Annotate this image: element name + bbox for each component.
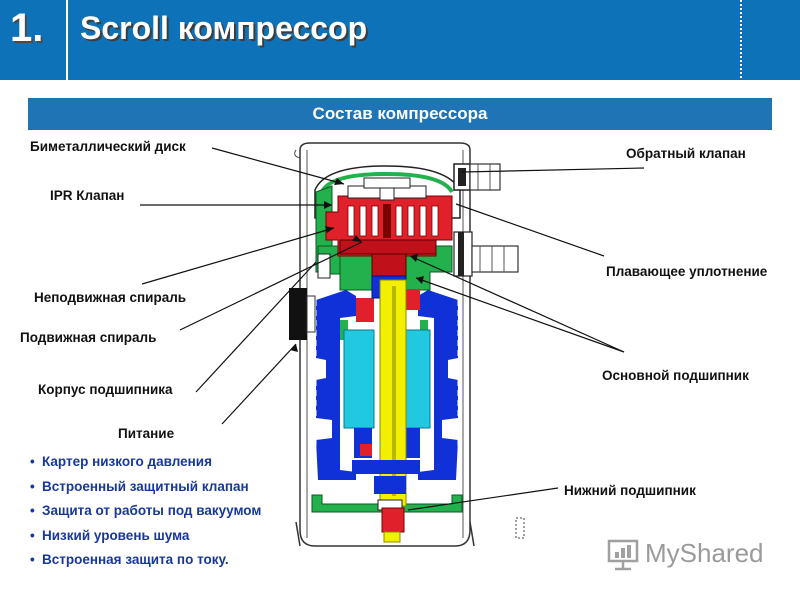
feature-text: Защита от работы под вакуумом xyxy=(42,503,262,518)
header-dotted-line xyxy=(740,0,742,78)
label-power: Питание xyxy=(118,426,175,441)
header-divider xyxy=(66,0,68,80)
label-bimetal-disc: Биметаллический диск xyxy=(30,139,186,154)
check-valve xyxy=(453,163,501,191)
logo-text: MyShared xyxy=(645,538,764,568)
label-fixed-scroll: Неподвижная спираль xyxy=(34,290,187,305)
label-main-bearing: Основной подшипник xyxy=(602,368,749,383)
power-terminal xyxy=(289,288,316,340)
bullet-dot: • xyxy=(30,552,35,567)
counterweights xyxy=(356,290,420,456)
stator xyxy=(315,290,459,480)
label-ipr-valve: IPR Клапан xyxy=(50,188,125,203)
label-lower-bearing: Нижний подшипник xyxy=(564,483,696,498)
slide-number: 1. xyxy=(10,6,44,50)
label-bearing-housing: Корпус подшипника xyxy=(38,382,173,397)
bullet-dot: • xyxy=(30,478,35,494)
header-banner: 1. Scroll компрессор xyxy=(0,0,800,80)
label-check-valve: Обратный клапан xyxy=(626,146,746,161)
watermark-logo: MyShared xyxy=(607,536,767,576)
leader-arrowheads xyxy=(290,178,424,352)
base-mount xyxy=(295,517,525,547)
slide-title: Scroll компрессор xyxy=(80,10,368,46)
feature-list: • Картер низкого давления • Встроенный защ… xyxy=(30,452,261,575)
feature-item: • Низкий уровень шума xyxy=(30,526,261,551)
leader-lines xyxy=(140,147,645,511)
feature-text: Низкий уровень шума xyxy=(42,527,190,543)
projector-screen-icon xyxy=(607,539,639,571)
feature-item: • Встроенный защитный клапан xyxy=(30,477,261,502)
bullet-dot: • xyxy=(30,527,35,543)
feature-item: • Защита от работы под вакуумом xyxy=(30,501,261,526)
label-floating-seal: Плавающее уплотнение xyxy=(606,264,768,279)
feature-text: Картер низкого давления xyxy=(42,454,212,469)
feature-item: • Встроенная защита по току. xyxy=(30,550,261,575)
feature-text: Встроенная защита по току. xyxy=(42,552,229,567)
lower-bearing xyxy=(352,460,420,543)
bullet-dot: • xyxy=(30,454,35,469)
section-title-bar: Состав компрессора xyxy=(28,98,772,130)
bullet-dot: • xyxy=(30,503,35,518)
suction-fitting xyxy=(453,231,519,277)
label-orbiting-scroll: Подвижная спираль xyxy=(20,330,157,345)
feature-item: • Картер низкого давления xyxy=(30,452,261,477)
feature-text: Встроенный защитный клапан xyxy=(42,478,249,494)
